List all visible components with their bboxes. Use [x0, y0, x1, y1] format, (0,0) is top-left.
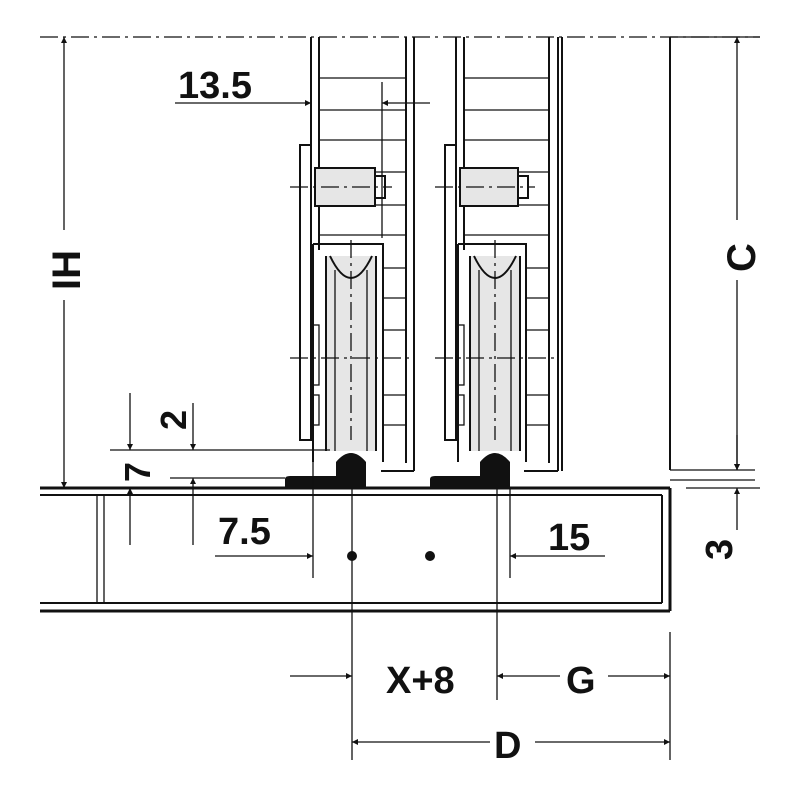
dim-label-3: 3	[699, 539, 741, 560]
dimension-7-5: 7.5	[215, 462, 314, 578]
dimension-c: C	[670, 36, 764, 470]
dimension-15: 15	[509, 488, 605, 578]
dim-label-2: 2	[153, 410, 194, 430]
dim-label-13-5: 13.5	[178, 65, 252, 107]
dimension-x8-g: X+8 G	[290, 488, 671, 760]
dimension-3: 3	[686, 435, 760, 560]
dim-label-x8: X+8	[386, 660, 455, 702]
right-roller-assembly	[430, 144, 555, 488]
dim-label-ih: IH	[45, 250, 89, 290]
dimension-ih: IH	[45, 37, 89, 488]
dim-label-15: 15	[548, 517, 590, 559]
dim-label-7: 7	[117, 462, 158, 482]
dim-label-d: D	[494, 725, 521, 767]
track-center-dot-right	[425, 551, 435, 561]
track-profile	[40, 469, 755, 613]
dim-label-7-5: 7.5	[218, 511, 271, 553]
left-roller-assembly	[285, 144, 410, 488]
dimension-d: D	[352, 725, 670, 767]
dim-label-c: C	[720, 243, 764, 272]
dimension-7-and-2: 7 2	[110, 393, 330, 545]
dim-label-g: G	[566, 660, 596, 702]
dimension-13-5: 13.5	[175, 65, 430, 238]
